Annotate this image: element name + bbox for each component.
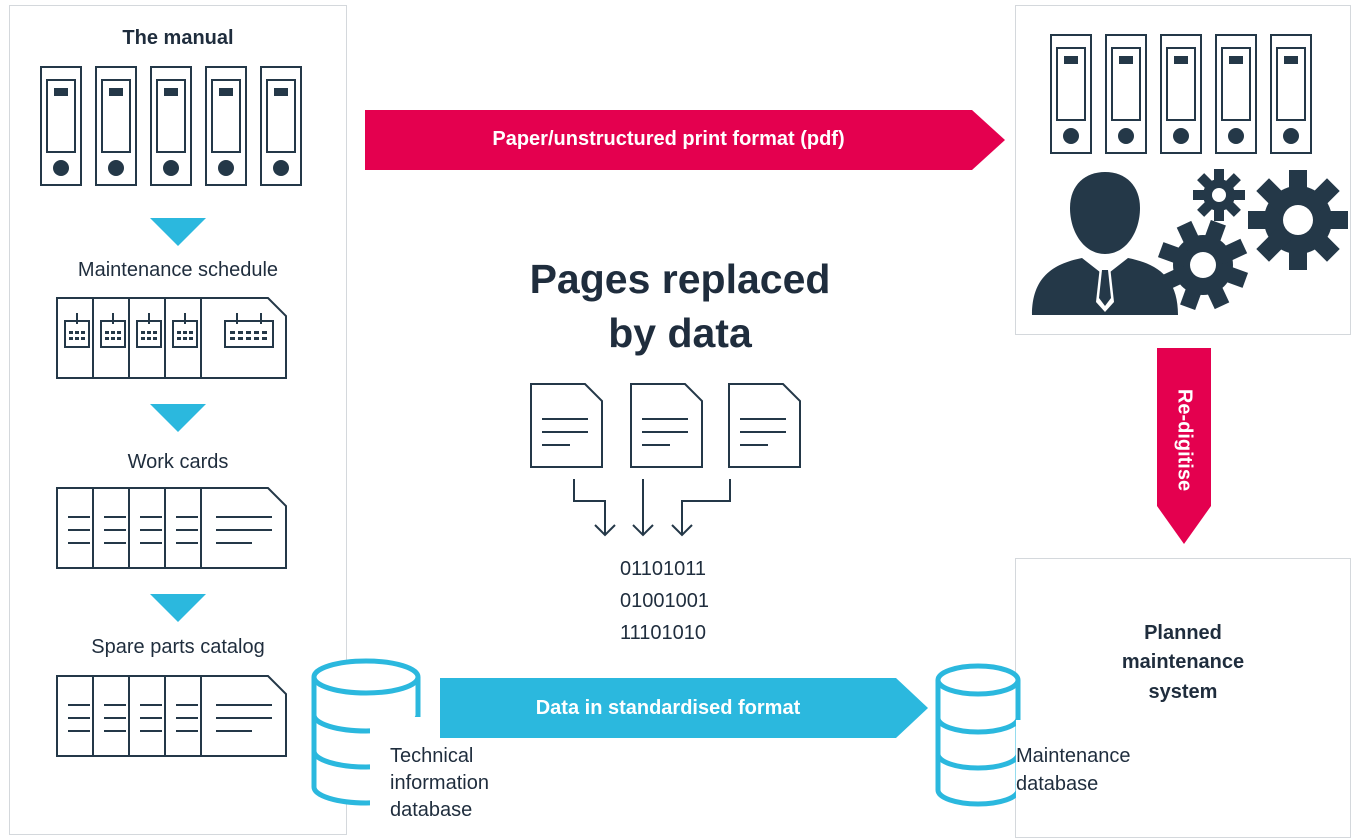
data-format-label: Data in standardised format <box>535 697 801 719</box>
maintenance-db-label-2: database <box>1016 773 1099 795</box>
database-icon <box>935 663 1056 820</box>
gear-icon <box>1157 219 1249 311</box>
gear-icon <box>1193 169 1245 221</box>
documents-to-data-diagram <box>530 383 801 537</box>
pms-label-2: maintenance <box>1121 651 1245 673</box>
paper-format-arrow <box>365 110 1005 170</box>
document-icon <box>530 383 603 468</box>
document-icon <box>728 383 801 468</box>
technical-db-label-2: information <box>390 772 489 794</box>
redigitise-arrow <box>1157 348 1211 544</box>
technical-db-label-1: Technical <box>390 745 474 767</box>
pms-binders-icon <box>1050 34 1312 154</box>
gear-icon <box>1248 170 1348 270</box>
step-label-spare-parts-catalog: Spare parts catalog <box>91 636 265 658</box>
person-icon <box>1032 172 1178 315</box>
technical-db-label-3: database <box>390 799 473 821</box>
heading-line-2: by data <box>608 310 752 356</box>
pms-label-3: system <box>1148 681 1218 703</box>
maintenance-db-label-1: Maintenance <box>1016 745 1131 767</box>
calendar-stack-icon <box>56 297 287 379</box>
step-label-work-cards: Work cards <box>127 451 229 473</box>
spare-parts-icon <box>56 675 287 757</box>
document-icon <box>630 383 703 468</box>
manual-binders-icon <box>40 66 302 186</box>
data-format-arrow <box>440 678 928 738</box>
binary-line-1: 01101011 <box>620 558 707 580</box>
work-cards-icon <box>56 487 287 569</box>
manual-title: The manual <box>122 27 234 49</box>
down-triangle-icon <box>150 404 206 432</box>
database-icon <box>311 658 430 817</box>
down-triangle-icon <box>150 218 206 246</box>
redigitise-label: Re-digitise <box>1173 388 1196 492</box>
step-label-maintenance-schedule: Maintenance schedule <box>77 259 279 281</box>
down-triangle-icon <box>150 594 206 622</box>
paper-format-label: Paper/unstructured print format (pdf) <box>492 128 845 150</box>
heading-line-1: Pages replaced <box>529 256 831 302</box>
pms-label-1: Planned <box>1144 622 1222 644</box>
binary-line-2: 01001001 <box>620 590 709 612</box>
binary-line-3: 11101010 <box>620 622 707 644</box>
